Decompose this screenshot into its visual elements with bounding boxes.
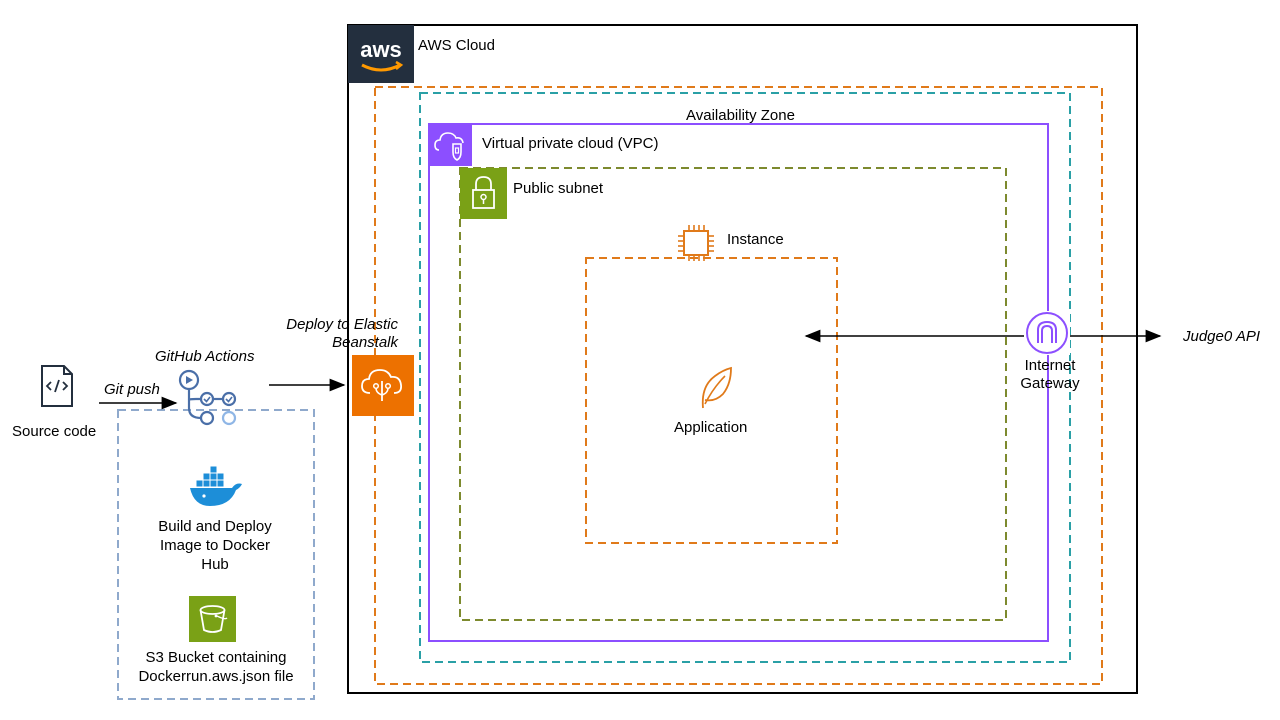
instance-boundary: [585, 257, 838, 544]
public-subnet-boundary: [459, 167, 1007, 621]
aws-logo-icon: aws: [348, 25, 414, 83]
svg-text:aws: aws: [360, 37, 402, 62]
vpc-boundary: [428, 123, 1049, 642]
public-subnet-label: Public subnet: [513, 180, 604, 197]
deploy-label: Deploy to Elastic Beanstalk: [262, 316, 398, 352]
internet-gateway-label-line1: Internet: [1024, 357, 1076, 374]
source-code-file-icon: [40, 364, 74, 408]
github-actions-label: GitHub Actions: [155, 348, 255, 365]
internet-gateway-icon: [1024, 311, 1070, 355]
elastic-beanstalk-icon: [352, 355, 414, 416]
vpc-cloud-icon: [429, 124, 472, 166]
docker-whale-icon: [188, 466, 244, 508]
aws-cloud-group: [347, 24, 1138, 694]
availability-zone-label: Availability Zone: [686, 107, 795, 124]
judge0-api-label: Judge0 API: [1183, 328, 1260, 345]
deploy-label-line1: Deploy to Elastic: [286, 316, 398, 333]
deploy-label-line2: Beanstalk: [332, 334, 398, 351]
docker-step-line3: Hub: [201, 556, 229, 573]
git-push-label: Git push: [104, 381, 160, 398]
chip-icon: [676, 223, 716, 263]
aws-cloud-label: AWS Cloud: [418, 37, 495, 54]
internet-gateway-label: Internet Gateway: [1010, 357, 1090, 393]
lock-icon: [460, 168, 507, 219]
availability-zone-boundary: [419, 92, 1071, 663]
source-code-label: Source code: [12, 423, 97, 440]
s3-step-line2: Dockerrun.aws.json file: [138, 668, 294, 685]
leaf-icon: [697, 364, 735, 412]
internet-gateway-label-line2: Gateway: [1020, 375, 1080, 392]
application-label: Application: [674, 419, 748, 436]
s3-step-line1: S3 Bucket containing: [145, 649, 287, 666]
s3-bucket-icon: [189, 596, 236, 642]
vpc-label: Virtual private cloud (VPC): [482, 135, 659, 152]
github-actions-icon: [176, 368, 240, 430]
pipeline-boundary: [117, 409, 315, 700]
docker-step-label: Build and Deploy Image to Docker Hub: [130, 517, 300, 574]
docker-step-line1: Build and Deploy: [158, 518, 272, 535]
s3-step-label: S3 Bucket containing Dockerrun.aws.json …: [125, 648, 307, 686]
docker-step-line2: Image to Docker: [159, 537, 271, 554]
instance-label: Instance: [727, 231, 784, 248]
